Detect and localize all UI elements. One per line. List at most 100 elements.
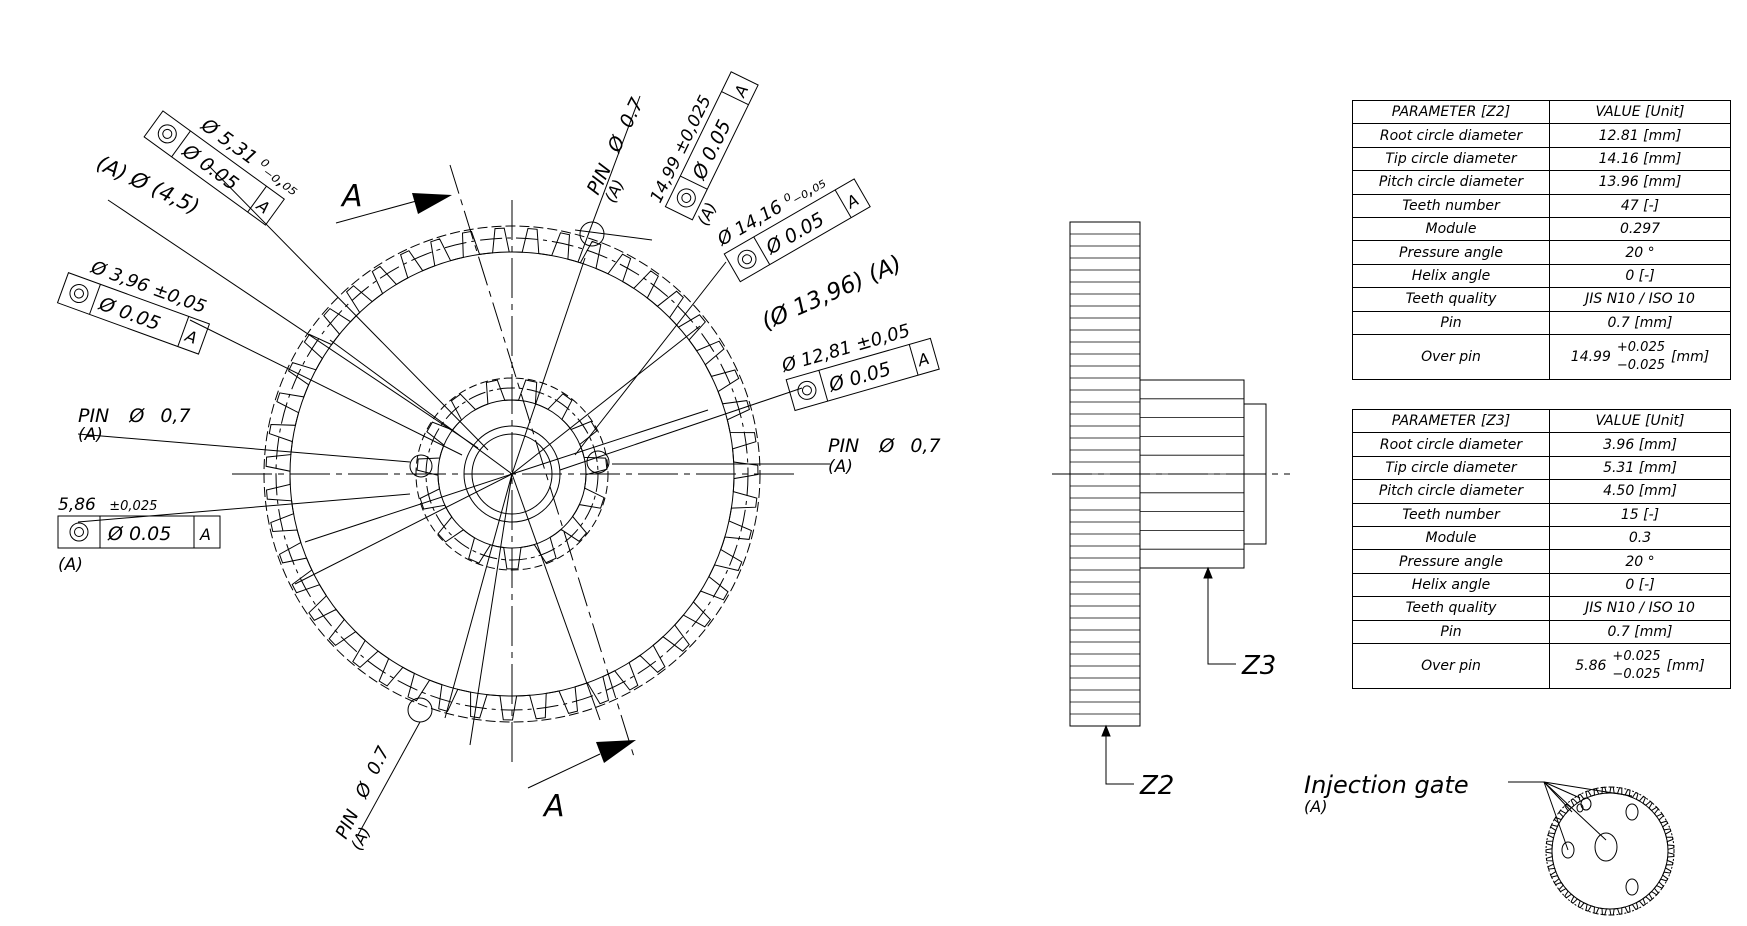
over-pin-lower: −0.025	[1612, 666, 1661, 682]
table-cell-parameter: Module	[1352, 525, 1550, 551]
z3-tooth-profile	[416, 379, 608, 570]
bore-inner-circle	[471, 433, 553, 515]
pin-right-label: PIN Ø 0,7	[828, 435, 941, 457]
table-header-value: VALUE [Unit]	[1549, 99, 1731, 125]
table-cell-value: 15 [-]	[1549, 502, 1731, 527]
over-pin-unit: [mm]	[1671, 348, 1710, 365]
bore-outer-circle	[463, 425, 561, 523]
table-cell-parameter: Tip circle diameter	[1352, 455, 1550, 481]
z2-teeth	[265, 227, 759, 721]
z3-parameter-table: PARAMETER [Z3]VALUE [Unit]Root circle di…	[1352, 408, 1731, 689]
table-cell-value: 20 °	[1549, 549, 1731, 574]
table-header-parameter: PARAMETER [Z3]	[1352, 408, 1550, 434]
injection-gate-ref: (A)	[1304, 797, 1327, 816]
hub-side	[1243, 403, 1267, 545]
section-label-top: A	[340, 179, 363, 214]
table-cell-value: 4.50 [mm]	[1549, 479, 1731, 504]
table-cell-parameter: Helix angle	[1352, 263, 1550, 289]
over-pin-unit: [mm]	[1666, 657, 1705, 674]
table-cell-over-pin: 14.99 +0.025−0.025 [mm]	[1549, 333, 1731, 380]
over-pin-lower: −0.025	[1616, 357, 1665, 373]
callout-root-z2: Ø 12,81 ±0,05 Ø 0.05 A	[779, 320, 940, 412]
z3-leader	[1207, 572, 1236, 665]
svg-text:Ø 0.05: Ø 0.05	[107, 523, 171, 545]
over-pin-tolerance: +0.025−0.025	[1617, 339, 1665, 375]
callout-pin-right: PIN Ø 0,7 (A)	[828, 435, 941, 477]
callout-pitch-z2-text: (Ø 13,96) (A)	[758, 251, 906, 336]
table-cell-value: 5.31 [mm]	[1549, 455, 1731, 481]
pin-right-datum: (A)	[828, 457, 853, 477]
table-header-value: VALUE [Unit]	[1549, 408, 1731, 434]
pin-left-label: PIN Ø 0,7	[78, 405, 191, 427]
over-pin-z2-datum: (A)	[693, 199, 720, 228]
table-cell-parameter: Teeth number	[1352, 502, 1550, 527]
table-cell-value: 47 [-]	[1549, 193, 1731, 218]
over-pin-z3-datum: (A)	[58, 555, 83, 575]
injection-gate-callout: Injection gate (A)	[1304, 771, 1675, 916]
table-cell-value: 0 [-]	[1549, 263, 1731, 289]
table-cell-value: 20 °	[1549, 240, 1731, 265]
table-cell-value: 13.96 [mm]	[1549, 170, 1731, 195]
svg-text:A: A	[182, 326, 200, 348]
svg-text:A: A	[915, 349, 932, 371]
table-cell-value: 0.7 [mm]	[1549, 310, 1731, 335]
svg-text:A: A	[252, 195, 273, 217]
z2-leader	[1105, 730, 1134, 785]
table-cell-parameter: Teeth quality	[1352, 287, 1550, 312]
pin-left-datum: (A)	[78, 425, 103, 445]
table-cell-parameter: Over pin	[1352, 642, 1550, 689]
z2-pitch-circle	[275, 237, 749, 711]
table-cell-parameter: Pressure angle	[1352, 549, 1550, 574]
table-cell-parameter: Tip circle diameter	[1352, 146, 1550, 172]
table-cell-parameter: Pressure angle	[1352, 240, 1550, 265]
over-pin-upper: +0.025	[1612, 648, 1661, 664]
callout-pin-left: PIN Ø 0,7 (A)	[78, 405, 191, 445]
z2-tip-circle	[263, 225, 761, 723]
table-cell-value: 0 [-]	[1549, 572, 1731, 598]
table-cell-value: 0.3	[1549, 525, 1731, 551]
mini-gear-tooth-profile	[1545, 786, 1675, 916]
over-pin-value: 14.99	[1570, 348, 1611, 365]
section-arrow-top: A	[335, 179, 452, 224]
table-cell-parameter: Pitch circle diameter	[1352, 479, 1550, 504]
z2-tooth-profile	[265, 227, 759, 721]
table-cell-parameter: Module	[1352, 216, 1550, 242]
z2-parameter-table: PARAMETER [Z2]VALUE [Unit]Root circle di…	[1352, 99, 1731, 380]
z3-teeth	[416, 379, 608, 570]
svg-text:A: A	[199, 525, 211, 544]
injection-gate-title: Injection gate	[1304, 771, 1469, 799]
callout-pitch-z2: (Ø 13,96) (A)	[758, 251, 906, 336]
callout-root-z3: Ø 3,96 ±0,05 Ø 0.05 A	[56, 257, 211, 355]
table-cell-parameter: Pin	[1352, 619, 1550, 644]
over-pin-z3-text: 5,86 ±0,025	[58, 495, 157, 515]
table-cell-value: 12.81 [mm]	[1549, 123, 1731, 148]
table-cell-value: 3.96 [mm]	[1549, 432, 1731, 457]
pin-right	[586, 450, 610, 474]
table-cell-value: 0.7 [mm]	[1549, 619, 1731, 644]
table-header-row: PARAMETER [Z3]VALUE [Unit]	[1352, 408, 1731, 434]
svg-text:Ø 0.05: Ø 0.05	[826, 358, 894, 397]
table-cell-parameter: Pitch circle diameter	[1352, 170, 1550, 195]
callout-tip-z3: Ø 5,31 ⁰₋₀,₀₅ Ø 0.05 A	[143, 110, 304, 226]
table-cell-parameter: Root circle diameter	[1352, 123, 1550, 148]
table-cell-parameter: Teeth quality	[1352, 596, 1550, 621]
side-view	[1052, 221, 1290, 785]
section-line	[449, 164, 636, 761]
leader-lines	[77, 95, 830, 836]
z2-label: Z2	[1139, 771, 1174, 801]
table-cell-value: 14.16 [mm]	[1549, 146, 1731, 172]
